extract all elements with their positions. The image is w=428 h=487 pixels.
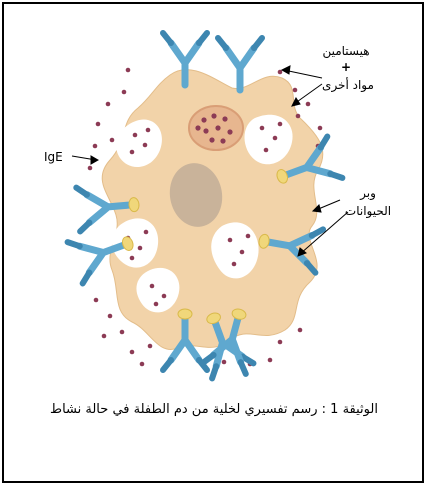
label-animal-hair-1: وبر	[344, 186, 392, 200]
label-plus: +	[318, 60, 374, 74]
figure-caption: الوثيقة 1 : رسم تفسيري لخلية من دم الطفل…	[0, 402, 428, 417]
label-other-substances: مواد أخرى	[320, 78, 376, 92]
label-ige: IgE	[44, 150, 63, 164]
label-histamine: هيستامين	[318, 44, 374, 58]
label-animal-hair-2: الحيوانات	[344, 204, 392, 218]
